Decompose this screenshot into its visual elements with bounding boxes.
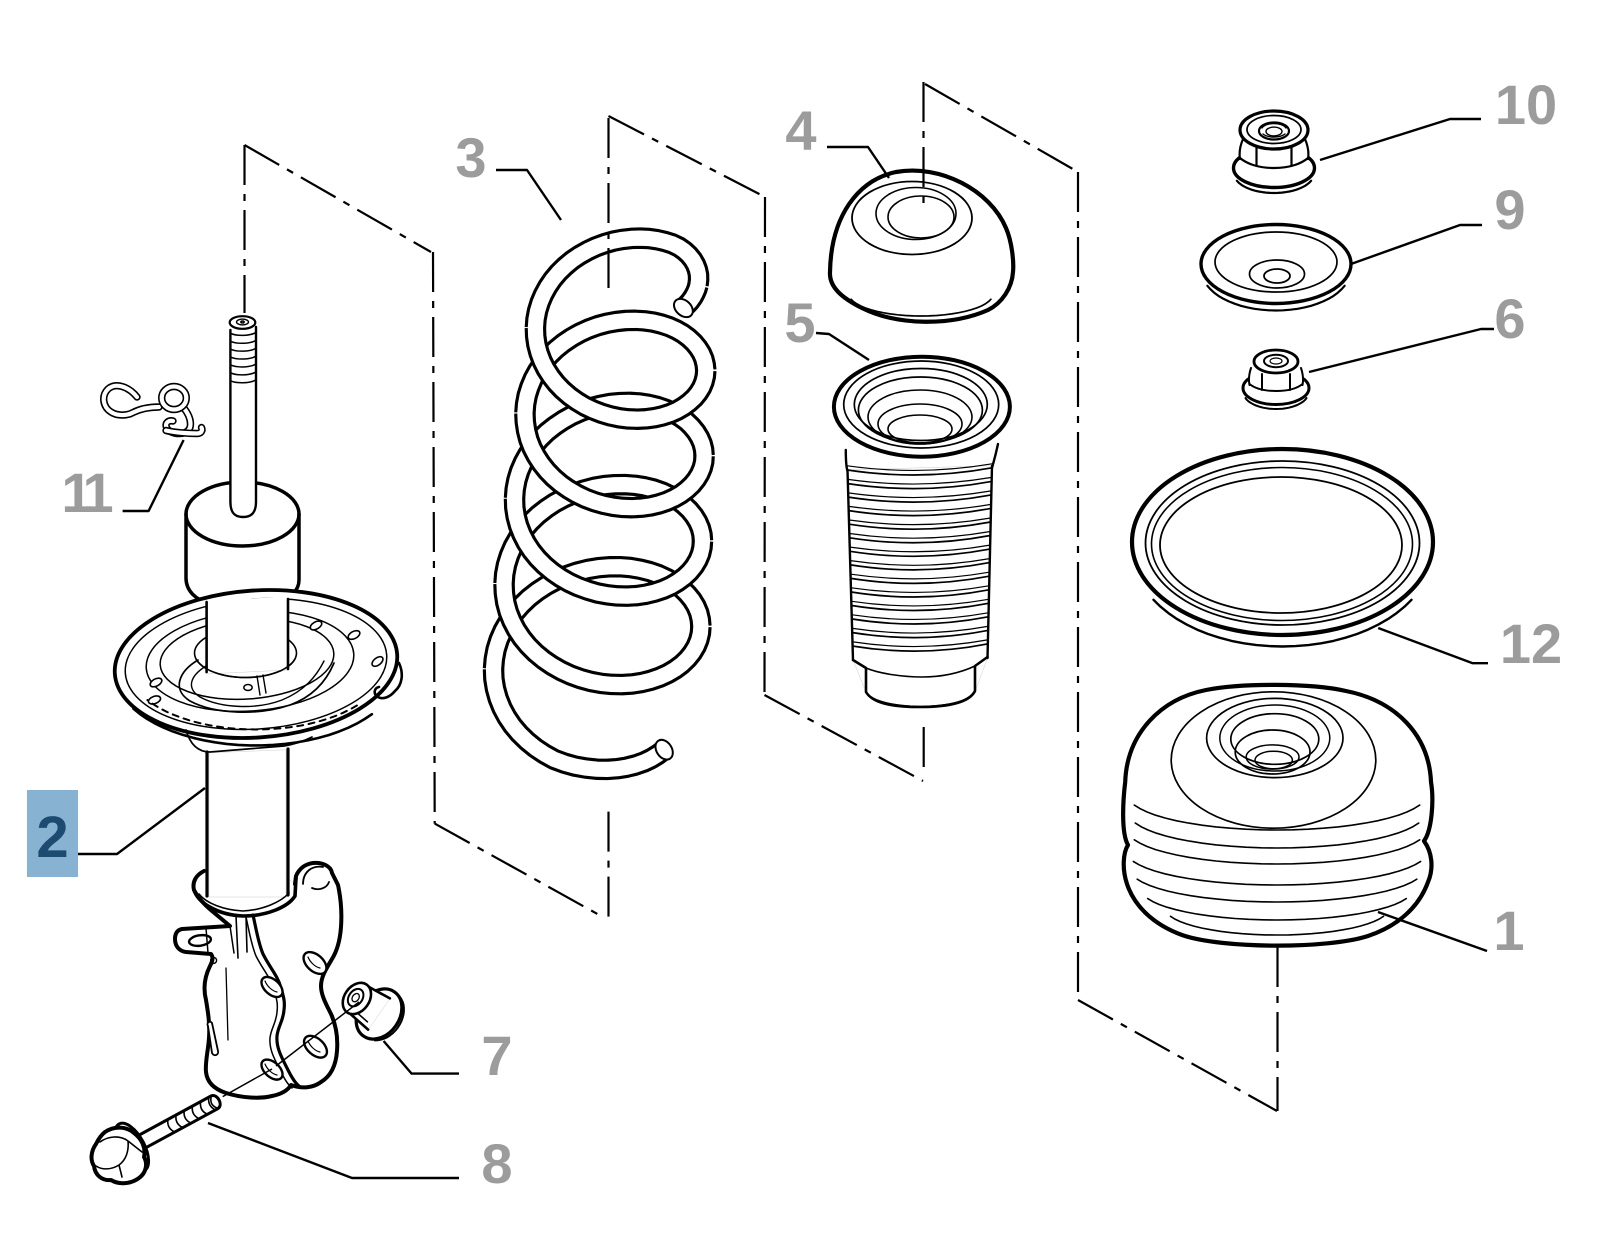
svg-text:2: 2 [36,805,68,870]
svg-text:7: 7 [481,1024,512,1087]
svg-text:8: 8 [481,1132,512,1195]
svg-text:5: 5 [784,291,815,354]
svg-text:3: 3 [455,126,486,189]
svg-text:12: 12 [1500,612,1562,675]
svg-text:11: 11 [61,461,112,524]
svg-text:4: 4 [785,99,816,162]
svg-text:10: 10 [1495,73,1557,136]
svg-text:6: 6 [1494,287,1525,350]
svg-text:9: 9 [1494,178,1525,241]
svg-text:1: 1 [1493,899,1524,962]
